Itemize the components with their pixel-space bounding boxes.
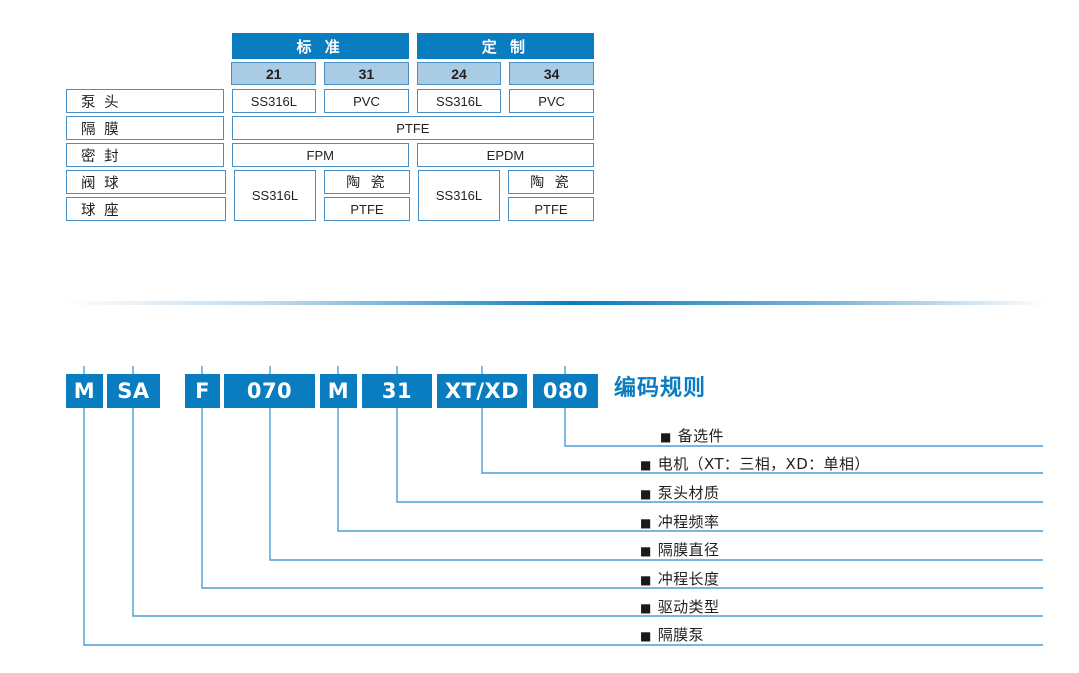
cell-pumphead-31: PVC <box>324 89 409 113</box>
legend-item-motor: ■ 电机（XT：三相，XD：单相） <box>640 453 870 474</box>
coding-rules-title: 编码规则 <box>614 376 707 401</box>
legend-text: 冲程频率 <box>657 513 720 531</box>
header-spacer <box>66 33 224 57</box>
legend-item-stroke-frequency: ■ 冲程频率 <box>640 511 719 532</box>
table-row: 隔 膜 PTFE <box>66 116 594 140</box>
cell-valveseat-21-ss316l: SS316L <box>234 170 316 221</box>
table-row: 密 封 FPM EPDM <box>66 143 595 167</box>
cell-valveseat-24-ss316l: SS316L <box>418 170 500 221</box>
legend-text: 隔膜泵 <box>657 626 704 644</box>
table-row-group-valve-seat: 阀 球 球 座 SS316L 陶 瓷 PTFE SS316L 陶 瓷 PTFE <box>66 170 594 221</box>
code-box-5-stroke-freq[interactable]: M <box>320 374 357 408</box>
row-label-valve-ball: 阀 球 <box>66 170 226 194</box>
code-box-7-motor[interactable]: XT/XD <box>437 374 527 408</box>
cell-diaphragm-all: PTFE <box>231 116 594 140</box>
cell-seal-custom: EPDM <box>416 143 595 167</box>
cell-pumphead-24: SS316L <box>416 89 502 113</box>
code-box-2-drive-type[interactable]: SA <box>107 374 160 408</box>
legend-text: 隔膜直径 <box>657 541 720 559</box>
square-bullet-icon: ■ <box>640 458 652 472</box>
square-bullet-icon: ■ <box>640 544 652 558</box>
cell-valve-ball-34-ceramic: 陶 瓷 <box>508 170 594 194</box>
legend-item-diaphragm-pump: ■ 隔膜泵 <box>640 624 704 645</box>
code-box-8-options[interactable]: 080 <box>533 374 598 408</box>
legend-text: 备选件 <box>677 427 724 445</box>
legend-text: 电机（XT：三相，XD：单相） <box>657 455 870 473</box>
cell-seal-standard: FPM <box>231 143 409 167</box>
cell-ball-seat-34-ptfe: PTFE <box>508 197 594 221</box>
square-bullet-icon: ■ <box>640 487 652 501</box>
square-bullet-icon: ■ <box>640 516 652 530</box>
legend-item-head-material: ■ 泵头材质 <box>640 482 719 503</box>
square-bullet-icon: ■ <box>640 601 652 615</box>
valve-seat-labels: 阀 球 球 座 <box>66 170 226 221</box>
cell-pumphead-34: PVC <box>509 89 594 113</box>
header-code-31: 31 <box>324 62 409 85</box>
legend-text: 冲程长度 <box>657 570 720 588</box>
square-bullet-icon: ■ <box>660 430 672 444</box>
legend-item-diaphragm-diameter: ■ 隔膜直径 <box>640 539 719 560</box>
code-box-4-diaphragm-dia[interactable]: 070 <box>224 374 315 408</box>
legend-item-options: ■ 备选件 <box>660 425 724 446</box>
header-code-21: 21 <box>231 62 317 85</box>
cell-ball-seat-31-ptfe: PTFE <box>324 197 410 221</box>
row-label-pump-head: 泵 头 <box>66 89 224 113</box>
header-spacer-2 <box>66 62 223 86</box>
legend-text: 驱动类型 <box>657 598 720 616</box>
row-label-seal: 密 封 <box>66 143 224 167</box>
table-header-row-category: 标 准 定 制 <box>66 33 594 59</box>
header-custom: 定 制 <box>416 33 594 59</box>
section-divider <box>62 301 1048 305</box>
code-box-3-stroke-length[interactable]: F <box>185 374 220 408</box>
valve-seat-col-34: 陶 瓷 PTFE <box>508 170 594 221</box>
legend-item-drive-type: ■ 驱动类型 <box>640 596 719 617</box>
cell-pumphead-21: SS316L <box>231 89 317 113</box>
header-code-34: 34 <box>509 62 594 85</box>
row-label-diaphragm: 隔 膜 <box>66 116 224 140</box>
header-standard: 标 准 <box>231 33 409 59</box>
valve-seat-col-31: 陶 瓷 PTFE <box>324 170 410 221</box>
square-bullet-icon: ■ <box>640 629 652 643</box>
table-header-row-codes: 21 31 24 34 <box>66 62 594 86</box>
legend-item-stroke-length: ■ 冲程长度 <box>640 568 719 589</box>
square-bullet-icon: ■ <box>640 573 652 587</box>
header-code-24: 24 <box>416 62 502 85</box>
code-box-1-pump-type[interactable]: M <box>66 374 103 408</box>
table-row: 泵 头 SS316L PVC SS316L PVC <box>66 89 594 113</box>
legend-text: 泵头材质 <box>657 484 720 502</box>
row-label-ball-seat: 球 座 <box>66 197 226 221</box>
material-specification-table: 标 准 定 制 21 31 24 34 泵 头 SS316L PVC SS316… <box>66 33 595 224</box>
cell-valve-ball-31-ceramic: 陶 瓷 <box>324 170 410 194</box>
code-box-6-head-material[interactable]: 31 <box>362 374 432 408</box>
